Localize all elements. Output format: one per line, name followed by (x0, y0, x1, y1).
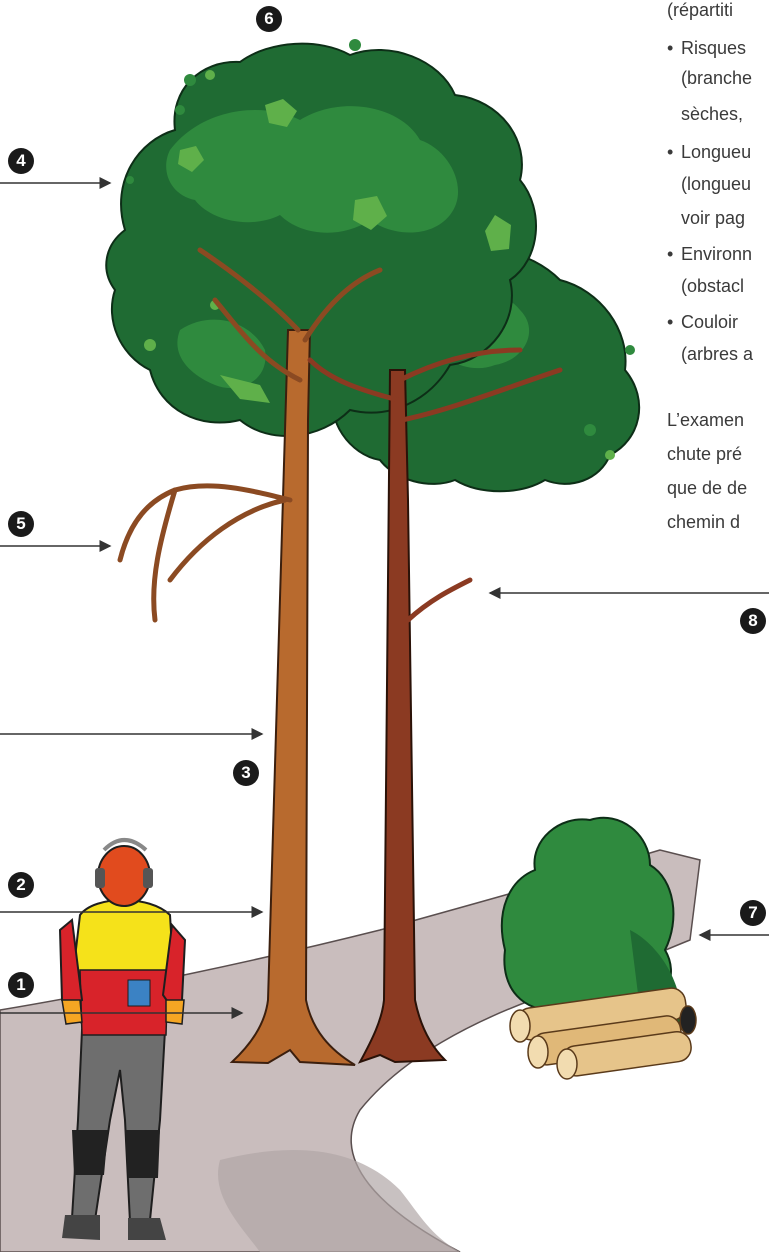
marker-3: 3 (233, 760, 259, 786)
marker-8: 8 (740, 608, 766, 634)
text-line: (répartiti (667, 0, 733, 24)
bullet-item: Environn (681, 240, 752, 268)
text-line: (branche (681, 64, 752, 92)
marker-5: 5 (8, 511, 34, 537)
paragraph-line: chute pré (667, 440, 742, 468)
text-line: voir pag (681, 204, 745, 232)
worker-belt (80, 970, 168, 1035)
paragraph-line: L’examen (667, 406, 744, 434)
bullet-item: Risques (681, 34, 746, 62)
paragraph-line: chemin d (667, 508, 740, 536)
worker-earmuffs (95, 868, 105, 888)
marker-2: 2 (8, 872, 34, 898)
paragraph-line: que de de (667, 474, 747, 502)
marker-7: 7 (740, 900, 766, 926)
worker-helmet (98, 846, 150, 906)
marker-6: 6 (256, 6, 282, 32)
bullet-item: Longueu (681, 138, 751, 166)
worker-pocket (128, 980, 150, 1006)
ground-shadow (218, 1150, 460, 1252)
marker-1: 1 (8, 972, 34, 998)
text-line: (obstacl (681, 272, 744, 300)
text-line: (longueu (681, 170, 751, 198)
text-line: (arbres a (681, 340, 753, 368)
bullet-item: Couloir (681, 308, 738, 336)
text-line: sèches, (681, 100, 743, 128)
marker-4: 4 (8, 148, 34, 174)
